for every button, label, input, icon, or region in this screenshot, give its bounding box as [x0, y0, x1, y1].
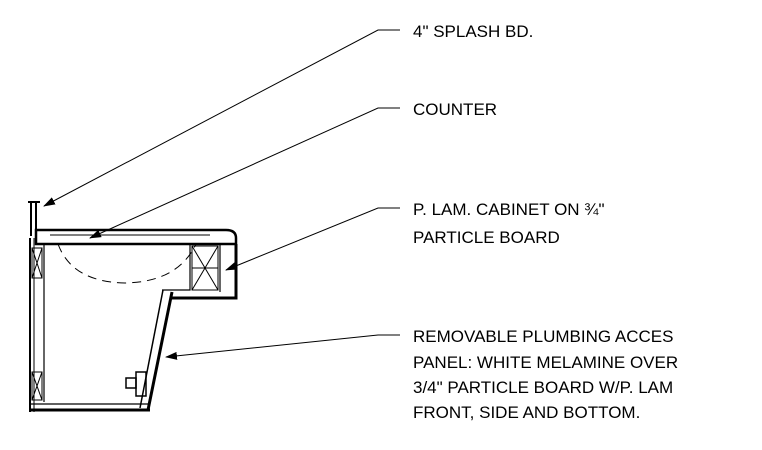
callout-notes: 4" SPLASH BD. COUNTER P. LAM. CABINET ON…	[413, 22, 678, 422]
splash-leader	[43, 29, 400, 207]
splash-note: 4" SPLASH BD.	[413, 22, 533, 41]
cabinet-note-line-1: P. LAM. CABINET ON ¾"	[413, 200, 605, 219]
sink-bowl-hidden	[57, 243, 197, 284]
panel-note-line-1: REMOVABLE PLUMBING ACCES	[413, 327, 673, 346]
blocking-right	[191, 245, 219, 291]
panel-inner-edge	[139, 289, 164, 409]
panel-note-line-2: PANEL: WHITE MELAMINE OVER	[413, 353, 678, 372]
cabinet-side	[162, 244, 191, 291]
cabinet-leader	[225, 207, 400, 271]
blocking-bottom-left	[31, 371, 43, 401]
panel-note-line-4: FRONT, SIDE AND BOTTOM.	[413, 403, 640, 422]
leaders	[43, 29, 400, 360]
cabinet-section	[28, 201, 238, 412]
panel-note-line-3: 3/4" PARTICLE BOARD W/P. LAM	[413, 378, 673, 397]
cabinet-note-line-2: PARTICLE BOARD	[413, 228, 560, 247]
counter-note: COUNTER	[413, 100, 497, 119]
blocking-top-left	[31, 247, 43, 279]
access-panel	[146, 291, 174, 411]
panel-cleat	[125, 371, 147, 397]
countertop	[34, 228, 238, 246]
cabinet-outer	[172, 244, 238, 300]
panel-leader	[165, 334, 400, 360]
counter-leader	[89, 107, 400, 239]
